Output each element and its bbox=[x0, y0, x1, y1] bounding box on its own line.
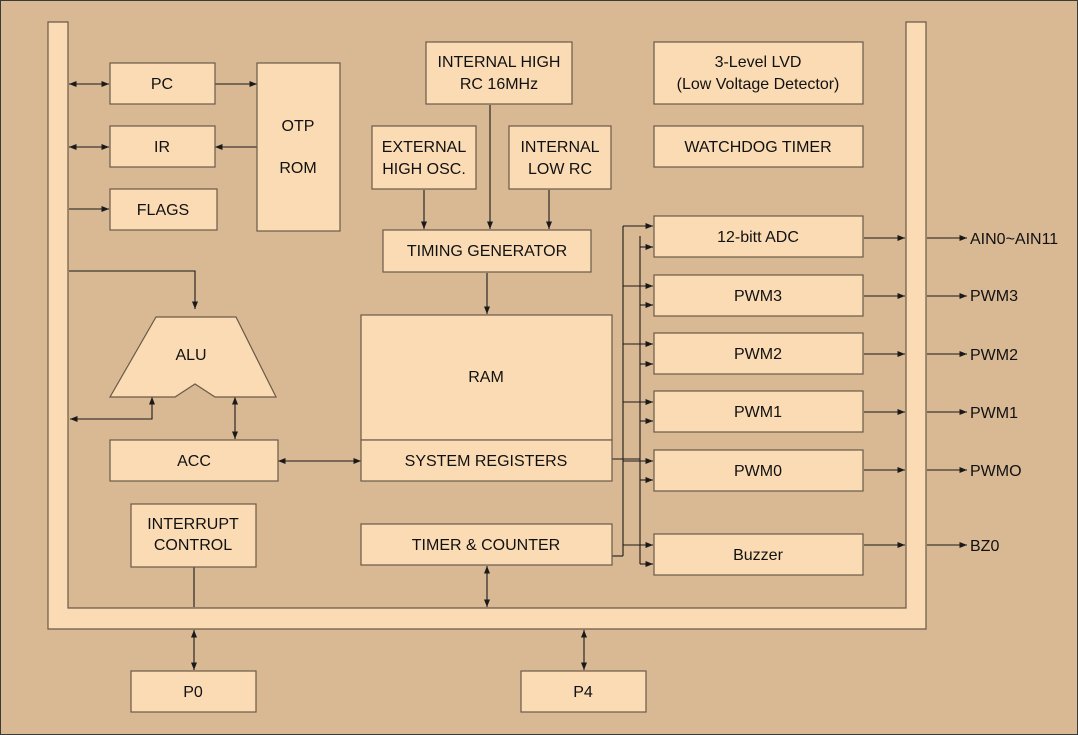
otp-rom-block: OTP ROM bbox=[256, 62, 341, 232]
alu-block: ALU bbox=[108, 316, 277, 398]
ir-block: IR bbox=[109, 125, 216, 168]
watchdog-block: WATCHDOG TIMER bbox=[653, 125, 864, 168]
pwm0-block: PWM0 bbox=[653, 449, 864, 492]
connections bbox=[69, 80, 967, 670]
internal-low-rc-line1: INTERNAL bbox=[520, 139, 599, 156]
external-high-osc-line2: HIGH OSC. bbox=[382, 161, 466, 178]
flags-block: FLAGS bbox=[109, 188, 218, 231]
p4-label: P4 bbox=[573, 684, 593, 701]
internal-high-rc-line1: INTERNAL HIGH bbox=[438, 54, 561, 71]
internal-bus bbox=[47, 21, 927, 630]
pwm2-label: PWM2 bbox=[734, 346, 782, 363]
ram-block: RAM bbox=[360, 314, 613, 441]
buzzer-label: Buzzer bbox=[733, 547, 783, 564]
alu-label: ALU bbox=[175, 347, 206, 364]
buzzer-block: Buzzer bbox=[653, 533, 864, 576]
internal-low-rc-line2: LOW RC bbox=[528, 161, 592, 178]
watchdog-label: WATCHDOG TIMER bbox=[684, 139, 831, 156]
p0-label: P0 bbox=[183, 684, 203, 701]
ram-label: RAM bbox=[468, 369, 504, 386]
external-high-osc-line1: EXTERNAL bbox=[382, 139, 467, 156]
pin-pwm0-label: PWMO bbox=[970, 463, 1022, 480]
pc-label: PC bbox=[151, 76, 173, 93]
pin-pwm3-label: PWM3 bbox=[970, 288, 1018, 305]
internal-high-rc-line2: RC 16MHz bbox=[460, 76, 538, 93]
pwm0-label: PWM0 bbox=[734, 463, 782, 480]
interrupt-control-line1: INTERRUPT bbox=[147, 516, 239, 533]
ir-label: IR bbox=[154, 139, 170, 156]
pwm1-label: PWM1 bbox=[734, 404, 782, 421]
adc-block: 12-bitt ADC bbox=[653, 215, 864, 258]
pwm1-block: PWM1 bbox=[653, 390, 864, 433]
timer-counter-label: TIMER & COUNTER bbox=[412, 537, 560, 554]
pin-buzzer-label: BZ0 bbox=[970, 538, 999, 555]
timing-generator-label: TIMING GENERATOR bbox=[407, 243, 567, 260]
internal-high-rc-block: INTERNAL HIGH RC 16MHz bbox=[425, 41, 573, 105]
pin-adc-label: AIN0~AIN11 bbox=[970, 231, 1058, 248]
pwm3-label: PWM3 bbox=[734, 288, 782, 305]
rom-label: ROM bbox=[279, 160, 316, 177]
system-registers-block: SYSTEM REGISTERS bbox=[360, 439, 613, 482]
pwm2-block: PWM2 bbox=[653, 332, 864, 375]
interrupt-control-block: INTERRUPT CONTROL bbox=[130, 503, 257, 568]
pc-block: PC bbox=[109, 62, 216, 105]
external-high-osc-block: EXTERNAL HIGH OSC. bbox=[371, 125, 477, 190]
pin-pwm2-label: PWM2 bbox=[970, 347, 1018, 364]
system-registers-label: SYSTEM REGISTERS bbox=[405, 453, 568, 470]
timer-counter-block: TIMER & COUNTER bbox=[360, 523, 613, 566]
otp-label: OTP bbox=[282, 118, 315, 135]
pwm3-block: PWM3 bbox=[653, 274, 864, 317]
acc-block: ACC bbox=[109, 439, 279, 482]
lvd-line1: 3-Level LVD bbox=[715, 54, 802, 71]
interrupt-control-line2: CONTROL bbox=[154, 537, 232, 554]
p4-block: P4 bbox=[520, 670, 647, 713]
acc-label: ACC bbox=[177, 453, 211, 470]
internal-low-rc-block: INTERNAL LOW RC bbox=[508, 125, 612, 190]
adc-label: 12-bitt ADC bbox=[717, 229, 799, 246]
flags-label: FLAGS bbox=[137, 202, 189, 219]
pin-pwm1-label: PWM1 bbox=[970, 405, 1018, 422]
p0-block: P0 bbox=[130, 670, 257, 713]
lvd-block: 3-Level LVD (Low Voltage Detector) bbox=[653, 41, 864, 105]
timing-generator-block: TIMING GENERATOR bbox=[382, 229, 592, 273]
lvd-line2: (Low Voltage Detector) bbox=[677, 76, 840, 93]
